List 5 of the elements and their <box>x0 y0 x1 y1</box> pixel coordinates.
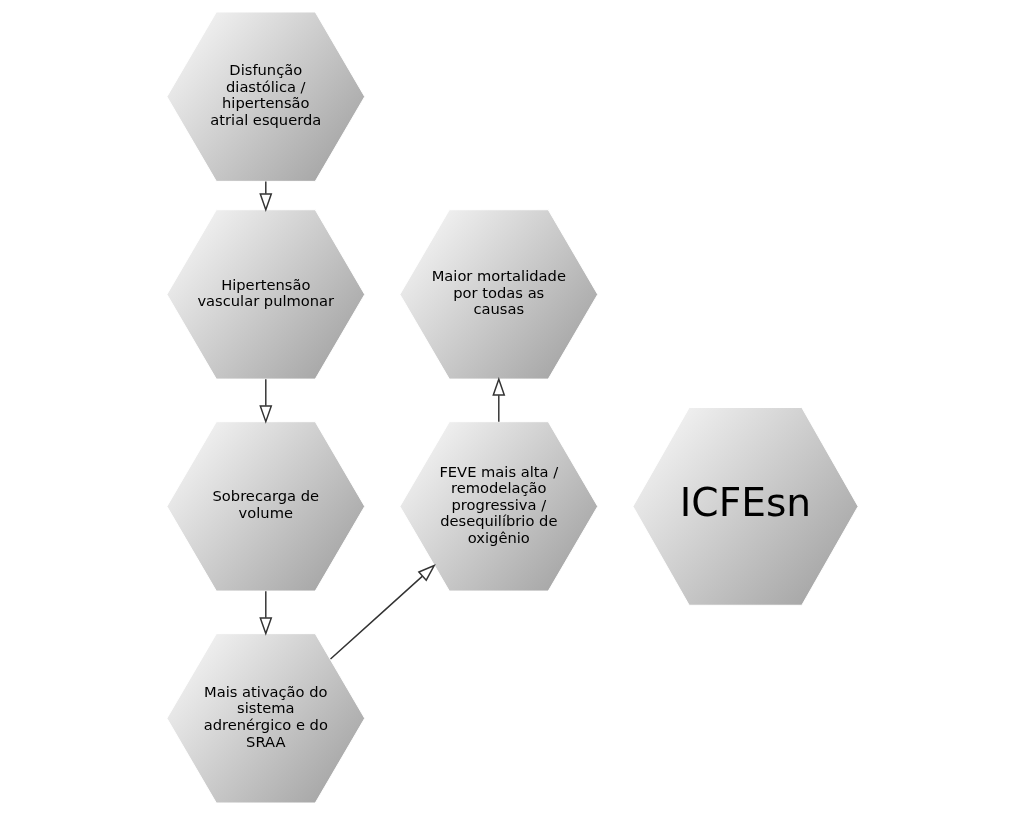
arrow <box>491 377 505 423</box>
arrow <box>329 564 436 660</box>
arrow <box>258 378 272 424</box>
arrow <box>258 590 272 636</box>
arrow <box>258 180 272 212</box>
